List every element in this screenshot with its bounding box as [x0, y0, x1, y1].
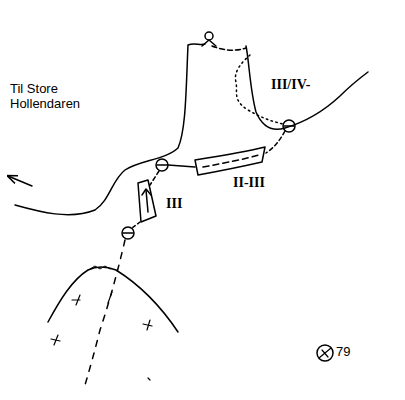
- route-line: [146, 190, 148, 212]
- belay-station: [123, 232, 133, 234]
- grade-label: III: [165, 196, 183, 212]
- vegetation-mark: [51, 335, 60, 345]
- vegetation-mark: [72, 295, 80, 305]
- summit-marker: [205, 32, 213, 40]
- route-line: [212, 46, 246, 50]
- cliff-outline: [15, 44, 205, 215]
- author-symbol: [317, 345, 333, 361]
- year-label: 79: [336, 345, 350, 360]
- grade-label: III/IV-: [270, 77, 311, 93]
- route-line: [266, 131, 285, 153]
- route-line: [142, 189, 151, 195]
- route-line: [150, 171, 159, 185]
- summit-marker: [202, 40, 216, 46]
- chimney-box: [138, 180, 156, 222]
- route-line: [168, 165, 195, 167]
- route-line: [203, 155, 259, 167]
- vegetation-mark: [143, 320, 152, 330]
- vegetation-mark: [148, 378, 150, 380]
- belay-station: [157, 164, 167, 166]
- vegetation-mark: [108, 292, 112, 303]
- belay-station: [283, 120, 295, 132]
- belay-station: [122, 227, 134, 239]
- hill-outline: [48, 267, 178, 332]
- belay-station: [156, 159, 168, 171]
- hill-top: [90, 266, 110, 269]
- ledge-band: [195, 147, 265, 175]
- grade-label: II-III: [232, 175, 266, 191]
- route-line: [132, 222, 140, 228]
- destination-label: Til Store Hollendaren: [10, 82, 120, 112]
- belay-station: [284, 125, 294, 127]
- author-symbol: [319, 348, 331, 358]
- cliff-outline: [246, 46, 368, 129]
- approach-line: [85, 240, 125, 385]
- direction-arrow: [8, 176, 32, 186]
